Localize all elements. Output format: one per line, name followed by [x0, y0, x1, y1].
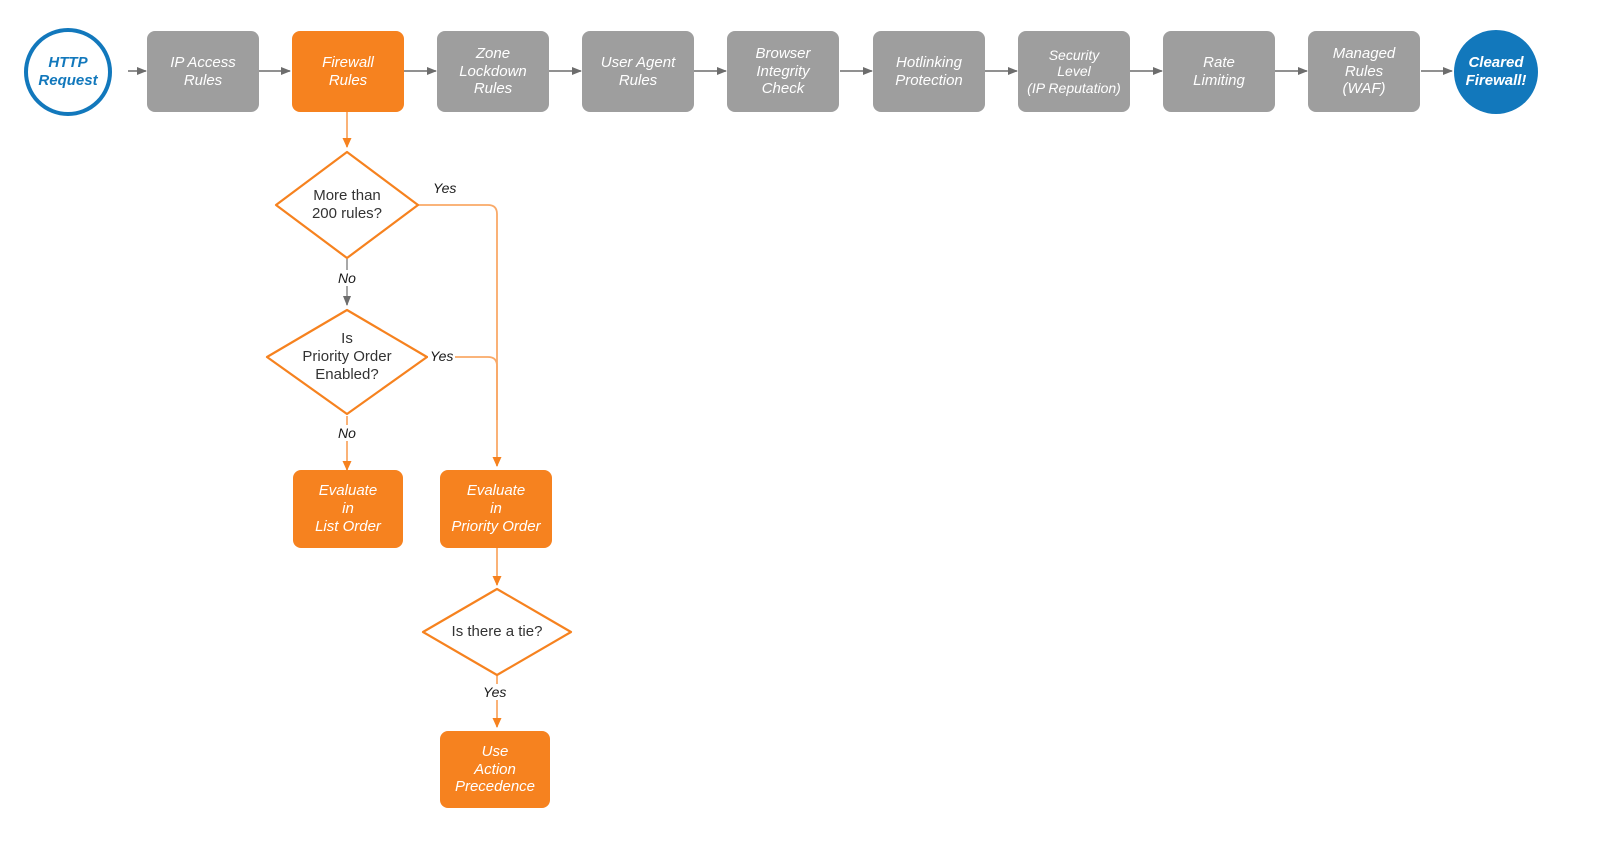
decision-label-line: Is there a tie? — [451, 622, 543, 640]
step-label-line: Protection — [895, 71, 963, 89]
pipeline-step-user-agent-rules[interactable]: User Agent Rules — [582, 31, 694, 112]
pipeline-step-ip-access-rules[interactable]: IP Access Rules — [147, 31, 259, 112]
end-node-cleared-firewall[interactable]: Cleared Firewall! — [1454, 30, 1538, 114]
outcome-label-line: in — [490, 500, 502, 518]
step-label-line: Rules — [473, 80, 513, 98]
step-label-line: Firewall — [322, 53, 374, 71]
decision-label-line: More than — [313, 186, 381, 204]
outcome-label-line: Action — [474, 760, 516, 778]
decision-label-line: Is — [341, 329, 353, 347]
outcome-label-line: Evaluate — [318, 482, 378, 500]
edge-label-priority-no: No — [336, 425, 358, 441]
decision-label-is-priority-order-enabled: Is Priority Order Enabled? — [267, 322, 427, 392]
decision-label-line: Enabled? — [315, 366, 379, 384]
edge-label-tie-yes: Yes — [481, 684, 509, 700]
step-label-line: Security — [1048, 46, 1100, 63]
pipeline-step-browser-integrity-check[interactable]: Browser Integrity Check — [727, 31, 839, 112]
outcome-evaluate-in-list-order[interactable]: Evaluate in List Order — [293, 470, 403, 548]
outcome-label-line: List Order — [315, 517, 381, 535]
step-label-line: Integrity — [756, 62, 810, 80]
step-label-line: Level — [1057, 63, 1091, 80]
step-label-line: IP Access — [170, 53, 236, 71]
outcome-label-line: in — [342, 500, 354, 518]
step-label-line: Managed — [1332, 44, 1396, 62]
step-label-line: Check — [761, 80, 805, 98]
step-label-line: Hotlinking — [896, 53, 962, 71]
outcome-label-line: Precedence — [454, 778, 536, 796]
start-node-http-request[interactable]: HTTP Request — [24, 28, 112, 116]
pipeline-step-hotlinking-protection[interactable]: Hotlinking Protection — [873, 31, 985, 112]
edge-decision1-yes — [418, 204, 502, 467]
pipeline-step-rate-limiting[interactable]: Rate Limiting — [1163, 31, 1275, 112]
pipeline-step-managed-rules-waf[interactable]: Managed Rules (WAF) — [1308, 31, 1420, 112]
edge-label-priority-yes: Yes — [428, 348, 456, 364]
outcome-use-action-precedence[interactable]: Use Action Precedence — [440, 731, 550, 808]
step-label-line: Zone — [475, 44, 511, 62]
pipeline-step-security-level[interactable]: Security Level (IP Reputation) — [1018, 31, 1130, 112]
step-label-line: (WAF) — [1342, 80, 1386, 98]
decision-label-is-there-a-tie: Is there a tie? — [423, 612, 571, 652]
pipeline-step-firewall-rules[interactable]: Firewall Rules — [292, 31, 404, 112]
decision-shape-is-there-a-tie[interactable] — [421, 587, 573, 677]
step-label-line: Browser — [755, 44, 811, 62]
decision-shape-more-than-200-rules[interactable] — [274, 150, 420, 260]
pipeline-step-zone-lockdown-rules[interactable]: Zone Lockdown Rules — [437, 31, 549, 112]
step-label-line: Limiting — [1193, 71, 1245, 89]
decision-shape-is-priority-order-enabled[interactable] — [265, 308, 429, 416]
step-label-line: Rate — [1203, 53, 1235, 71]
outcome-label-line: Use — [481, 742, 509, 760]
step-label-line: Rules — [183, 71, 223, 89]
outcome-evaluate-in-priority-order[interactable]: Evaluate in Priority Order — [440, 470, 552, 548]
start-label-line2: Request — [38, 72, 98, 89]
end-label-line2: Firewall! — [1465, 72, 1527, 89]
step-label-line: Rules — [1344, 62, 1384, 80]
end-label-line1: Cleared — [1468, 54, 1524, 72]
decision-label-more-than-200-rules: More than 200 rules? — [277, 175, 417, 235]
edge-label-rules-yes: Yes — [431, 180, 459, 196]
decision-label-line: Priority Order — [302, 347, 392, 365]
step-label-line: User Agent — [600, 53, 676, 71]
decision-label-line: 200 rules? — [311, 205, 383, 222]
step-label-line: Rules — [328, 71, 368, 89]
edge-label-rules-no: No — [336, 270, 358, 286]
outcome-label-line: Evaluate — [466, 482, 526, 500]
step-label-line: (IP Reputation) — [1027, 79, 1121, 96]
edge-decision2-yes — [427, 356, 498, 420]
decision-shapes — [265, 150, 573, 677]
step-label-line: Rules — [618, 71, 658, 89]
outcome-label-line: Priority Order — [451, 517, 541, 535]
step-label-line: Lockdown — [459, 62, 527, 80]
start-label-line1: HTTP — [48, 54, 88, 72]
